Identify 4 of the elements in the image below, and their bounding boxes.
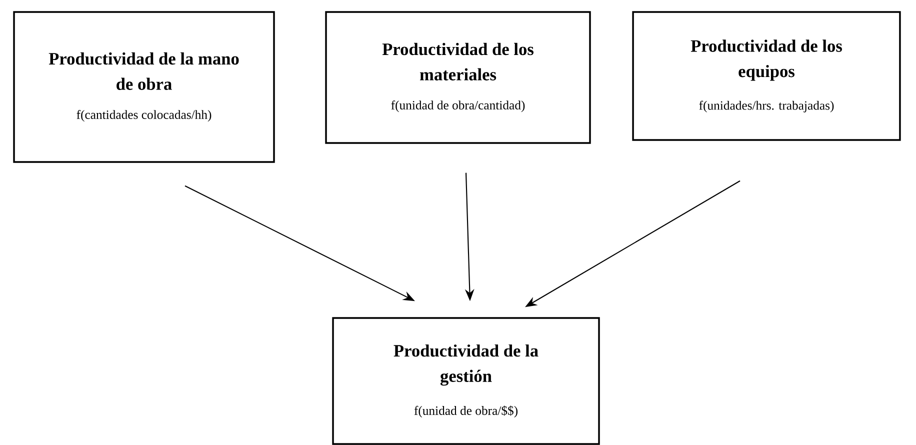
box: Productividad de los equipos f(unidades/hrs. trabajadas) (632, 11, 901, 141)
box: Productividad de la mano de obra f(cantidades colocadas/hh) (13, 11, 275, 163)
box: Productividad de los materiales f(unidad de obra/cantidad) (325, 11, 591, 144)
box: Productividad de la gestión f(unidad de obra/$$) (332, 317, 600, 445)
